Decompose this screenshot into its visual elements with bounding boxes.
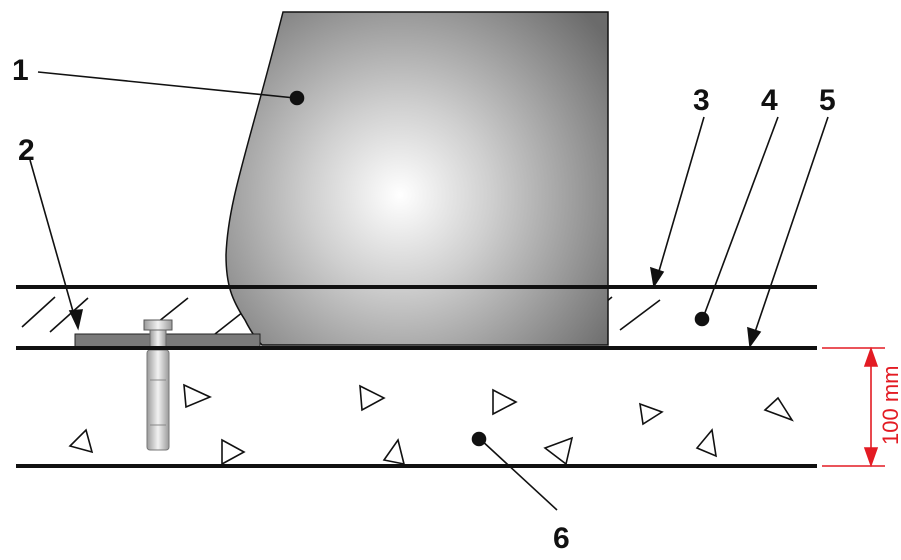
callout-3: 3 [693, 84, 710, 117]
base-plate [74, 333, 261, 348]
callout-5: 5 [819, 84, 836, 117]
dimension-label: 100 mm [878, 366, 901, 445]
leader-lines [29, 71, 829, 511]
anchor-bolt [143, 319, 173, 451]
callout-4: 4 [761, 84, 778, 117]
callout-2: 2 [18, 134, 35, 167]
concrete-aggregate [68, 383, 794, 466]
column-body [225, 11, 609, 346]
dimension-marker [822, 346, 885, 468]
callout-1: 1 [12, 54, 29, 87]
callout-6: 6 [553, 522, 570, 555]
